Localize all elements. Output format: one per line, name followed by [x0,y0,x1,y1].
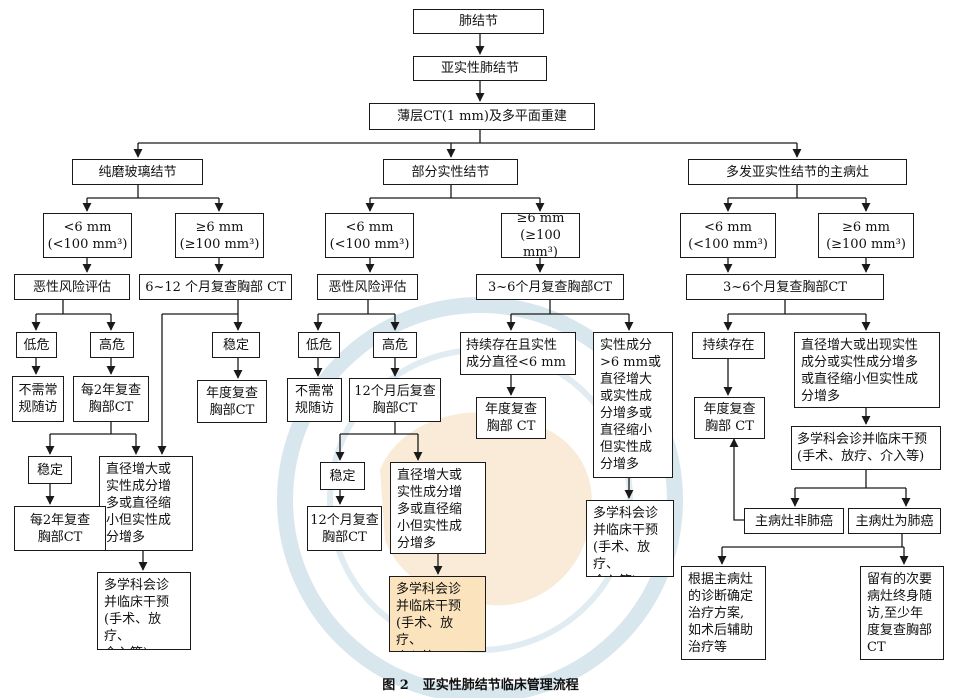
node-mm-not-cancer: 主病灶非肺癌 [744,508,844,534]
node-ps-ct-3-6: 3~6个月复查胸部CT [476,274,624,300]
figure-caption: 图 2 亚实性肺结节临床管理流程 [0,674,961,693]
node-pg-ct-2yr-b: 每2年复查 胸部CT [14,506,106,551]
node-mm-persistent: 持续存在 [692,332,765,359]
node-pg-size-large: ≥6 mm (≥100 mm³) [175,213,264,258]
node-pg-change: 直径增大或 实性成分增 多或直径缩 小但实性成 分增多 [99,456,193,551]
node-ps-high-risk: 高危 [373,332,417,358]
node-mm-is-cancer: 主病灶为肺癌 [848,508,941,534]
node-ps-mdt-right: 多学科会诊 并临床干预 (手术、放疗、 介入等) [586,500,674,577]
node-ps-ct-12mo-b: 12个月复查 胸部CT [307,506,382,551]
node-lung-nodule: 肺结节 [413,9,544,34]
node-pg-ct-6-12: 6~12 个月复查胸部 CT [139,274,292,300]
node-ps-mdt: 多学科会诊 并临床干预 (手术、放疗、 介入等) [389,576,486,652]
node-mm-size-small: <6 mm (<100 mm³) [680,213,776,258]
node-mm-growth: 直径增大或出现实性 成分或实性成分增多 或直径缩小但实性成 分增多 [794,332,940,408]
node-ps-ct-12mo: 12个月后复查 胸部CT [349,378,441,422]
node-mm-mdt: 多学科会诊并临床干预 (手术、放疗、介入等) [791,426,941,470]
node-ps-risk-assessment: 恶性风险评估 [317,274,418,300]
node-mm-lifelong-followup: 留有的次要 病灶终身随 访,至少年 度复查胸部 CT [860,566,944,660]
node-subsolid-nodule: 亚实性肺结节 [413,56,547,81]
node-mm-annual-ct: 年度复查 胸部 CT [694,397,765,439]
node-ps-persistent: 持续存在且实性 成分直径<6 mm [460,332,576,375]
node-multiple-main: 多发亚实性结节的主病灶 [688,159,907,185]
node-ps-stable-2: 稳定 [320,462,365,490]
node-ps-change: 直径增大或 实性成分增 多或直径缩 小但实性成 分增多 [390,462,486,554]
node-ps-annual-ct: 年度复查 胸部 CT [476,397,546,439]
figure-title: 亚实性肺结节临床管理流程 [422,678,579,693]
node-part-solid: 部分实性结节 [383,159,518,185]
figure-label: 图 2 [382,678,409,693]
node-pg-stable: 稳定 [212,332,260,358]
node-pg-risk-assessment: 恶性风险评估 [14,274,130,300]
node-ps-size-large: ≥6 mm (≥100 mm³) [501,213,580,258]
node-mm-ct-3-6: 3~6个月复查胸部CT [686,274,884,300]
node-pg-no-followup: 不需常 规随访 [12,376,64,422]
node-ps-solid-growth: 实性成分 >6 mm或 直径增大 或实性成 分增多或 直径缩小 但实性成 分增多 [593,332,673,478]
node-pg-low-risk: 低危 [16,332,57,358]
node-ps-size-small: <6 mm (<100 mm³) [325,213,414,258]
node-pg-stable-2: 稳定 [28,456,72,484]
node-pg-size-small: <6 mm (<100 mm³) [43,213,132,258]
node-pg-annual-ct: 年度复查 胸部CT [197,380,267,423]
node-ps-no-followup: 不需常 规随访 [287,378,342,422]
node-pure-ggn: 纯磨玻璃结节 [72,159,203,185]
node-ps-low-risk: 低危 [298,332,340,358]
node-mm-size-large: ≥6 mm (≥100 mm³) [818,213,914,258]
node-thin-ct: 薄层CT(1 mm)及多平面重建 [369,103,595,130]
node-pg-high-risk: 高危 [90,332,134,358]
node-pg-mdt: 多学科会诊 并临床干预 (手术、放疗、 介入等) [97,572,191,650]
node-pg-ct-2yr: 每2年复查 胸部CT [73,376,149,422]
node-mm-treatment-plan: 根据主病灶 的诊断确定 治疗方案, 如术后辅助 治疗等 [681,566,766,660]
